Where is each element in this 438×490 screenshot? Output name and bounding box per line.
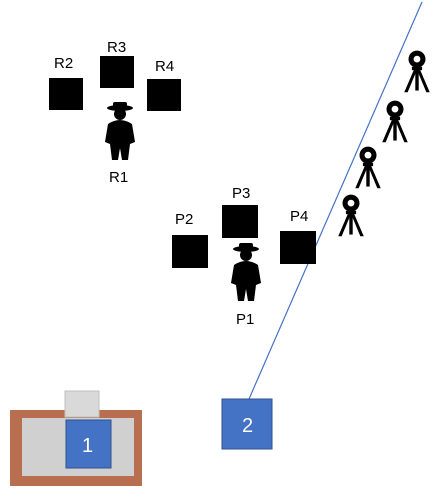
- label-p4: P4: [290, 208, 308, 225]
- marker-2: 2: [221, 398, 273, 450]
- marker-box-1: [65, 419, 112, 469]
- tripod-icon: [382, 100, 408, 143]
- station-1: 1: [10, 390, 142, 486]
- station-top-block: [64, 390, 100, 418]
- label-r1: R1: [109, 169, 128, 186]
- square-p3: [222, 205, 258, 238]
- tripod-icon: [404, 50, 430, 93]
- marker-label-2: 2: [242, 415, 253, 437]
- square-r4: [147, 79, 181, 111]
- group-r: R2 R3 R4 R1: [49, 39, 181, 186]
- label-p2: P2: [175, 211, 193, 228]
- tripod-icon: [355, 146, 381, 189]
- tripod-icon: [338, 194, 364, 237]
- label-r3: R3: [107, 39, 126, 56]
- person-icon: [105, 102, 135, 160]
- square-p2: [172, 235, 208, 268]
- label-r2: R2: [54, 55, 73, 72]
- square-r3: [100, 56, 134, 88]
- label-p1: P1: [236, 311, 254, 328]
- label-p3: P3: [232, 185, 250, 202]
- square-p4: [280, 231, 316, 264]
- group-p: P2 P3 P4 P1: [172, 185, 316, 328]
- marker-box-2: [221, 398, 273, 450]
- person-icon: [231, 243, 261, 301]
- marker-label-1: 1: [82, 435, 93, 457]
- square-r2: [49, 78, 83, 110]
- label-r4: R4: [155, 58, 174, 75]
- sight-line: [248, 1, 423, 400]
